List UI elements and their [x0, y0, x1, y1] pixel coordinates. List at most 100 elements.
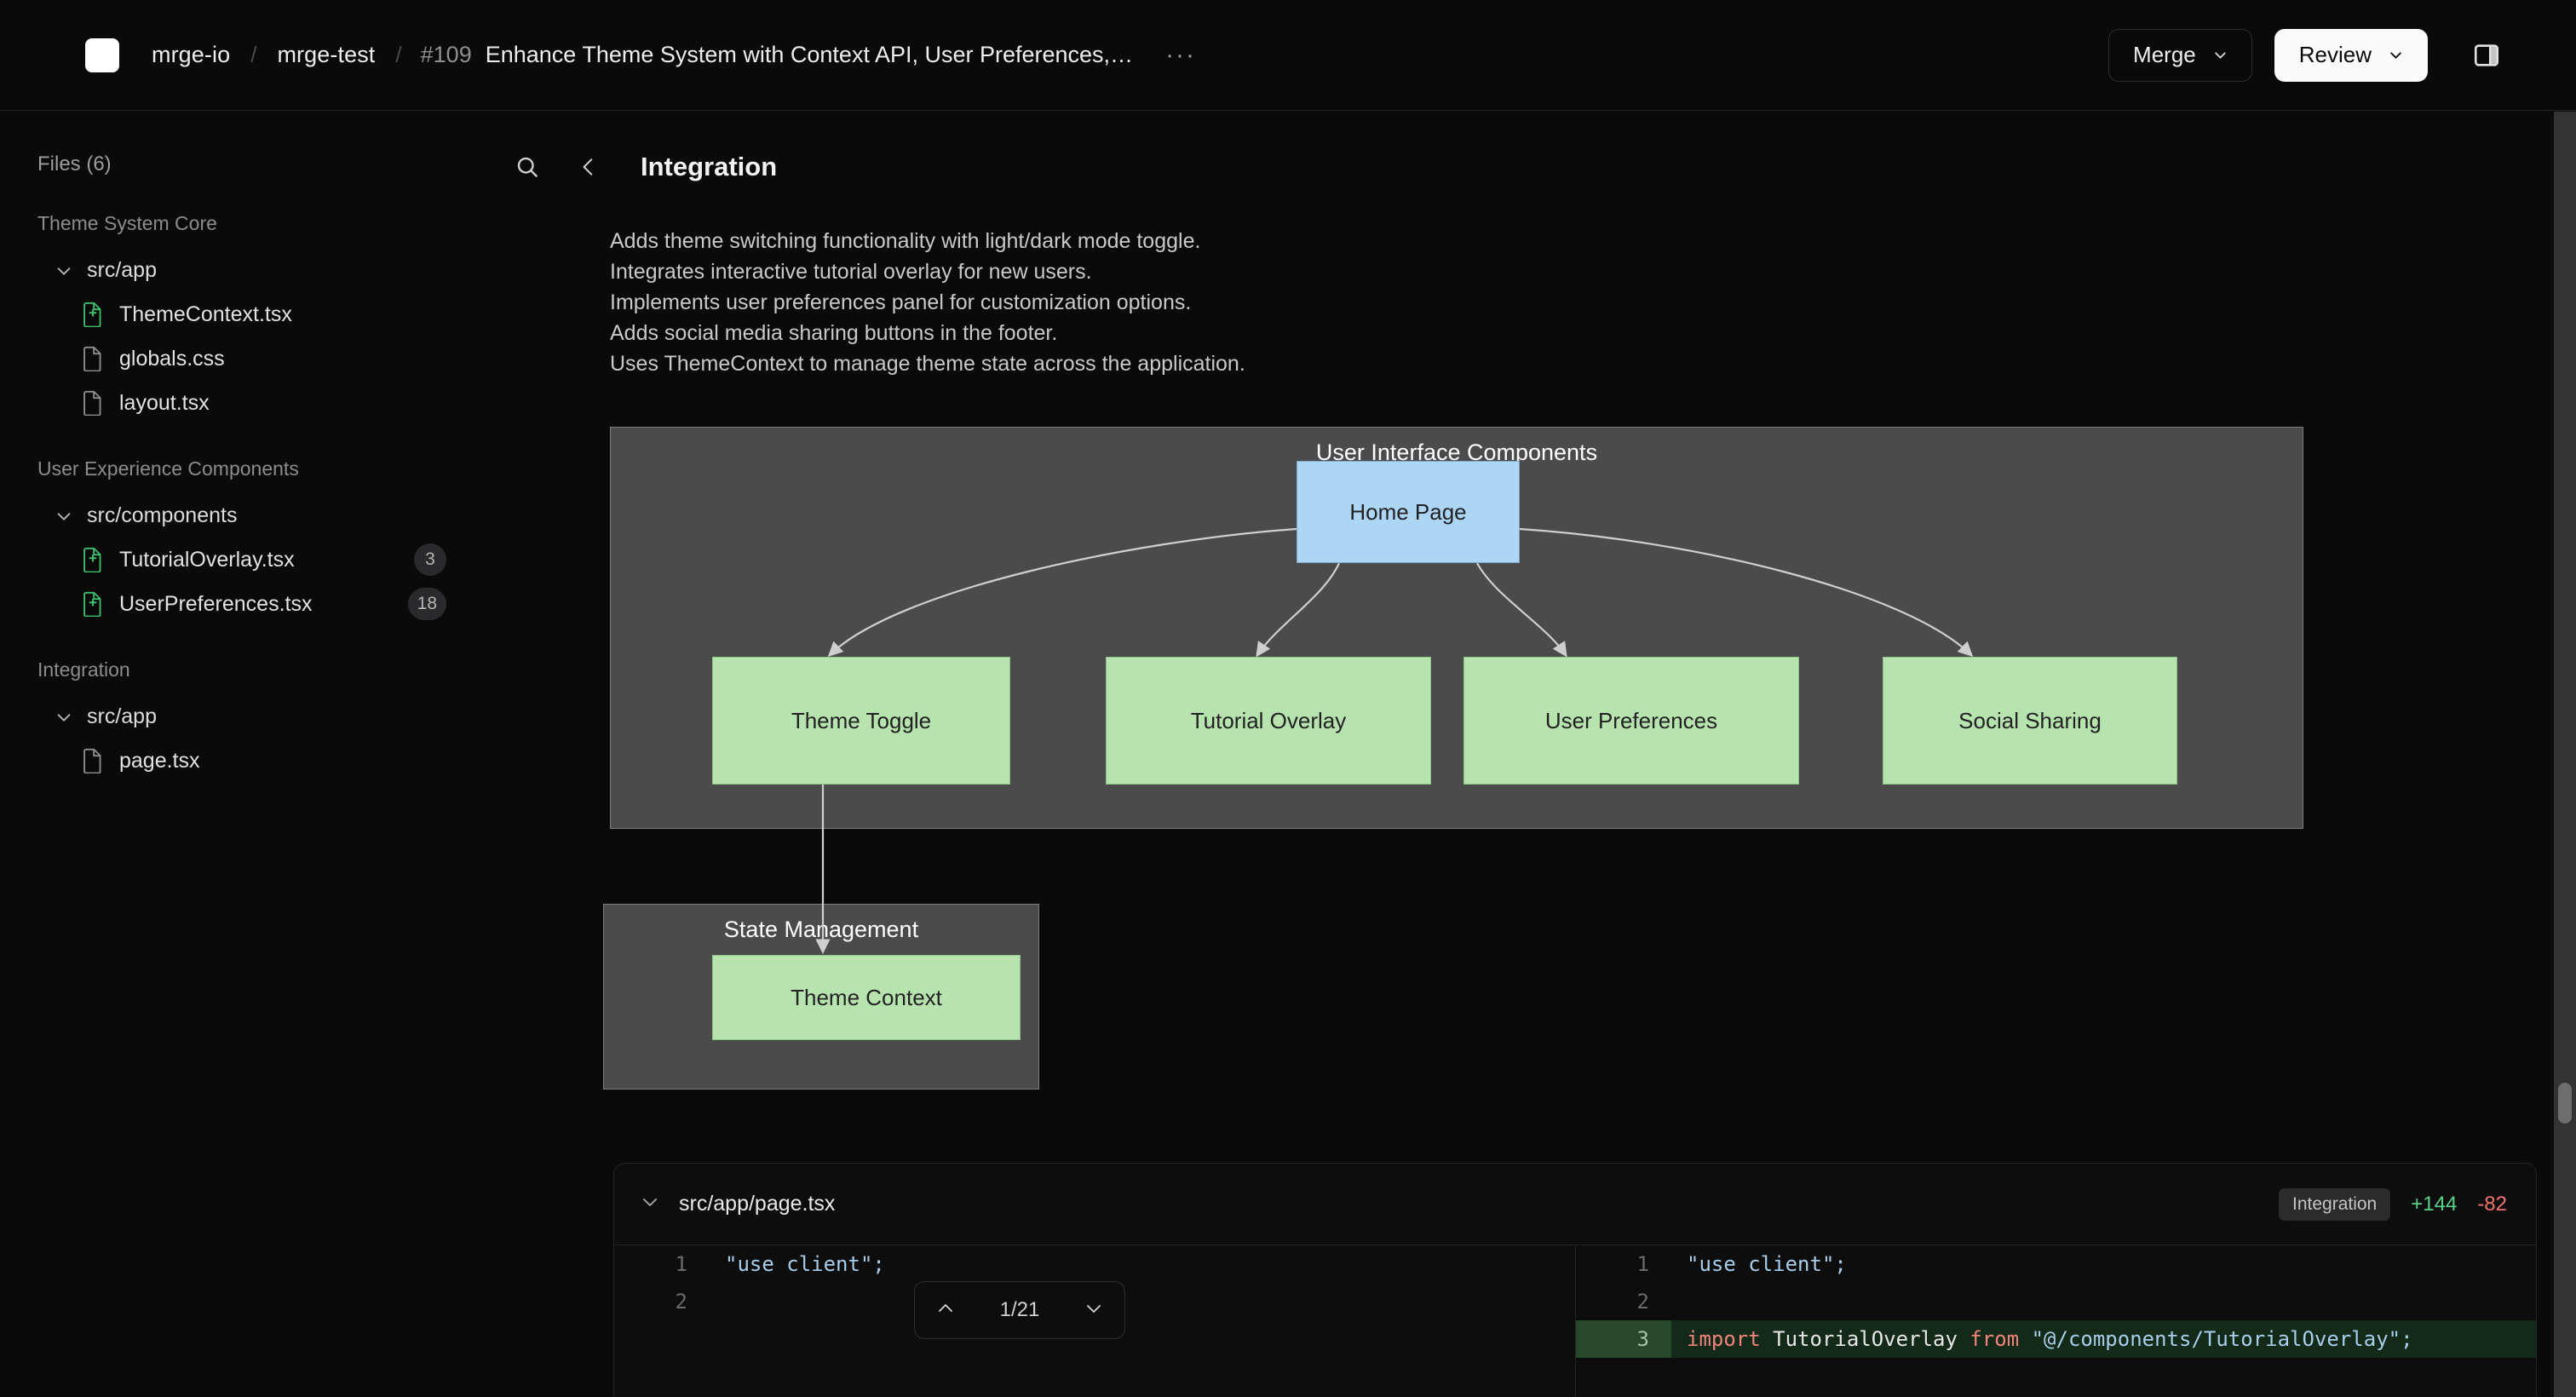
scrollbar-thumb[interactable] [2558, 1083, 2572, 1124]
folder-name: src/app [87, 704, 157, 728]
code-text: import TutorialOverlay from "@/component… [1687, 1327, 2413, 1351]
files-count-label: Files (6) [37, 152, 112, 175]
description-line: Implements user preferences panel for cu… [610, 290, 1192, 314]
hunk-position-label: 1/21 [999, 1298, 1040, 1321]
file-group-label: User Experience Components [37, 457, 299, 480]
diff-column-before: 1"use client"; 2 [614, 1245, 1575, 1397]
file-group-label: Theme System Core [37, 212, 217, 234]
code-line: 2 [614, 1283, 1575, 1320]
chevron-left-icon[interactable] [569, 147, 608, 187]
file-name: globals.css [119, 346, 225, 371]
comment-count-badge[interactable]: 3 [414, 543, 446, 576]
chevron-down-icon [55, 708, 73, 727]
file-row-UserPreferences-tsx[interactable]: UserPreferences.tsx 18 [0, 582, 474, 626]
diff-stats: Integration +144 -82 [2279, 1187, 2507, 1221]
overflow-menu-icon[interactable]: ··· [1165, 40, 1197, 69]
diagram-node-user-preferences[interactable]: User Preferences [1463, 657, 1799, 785]
diagram-node-theme-toggle[interactable]: Theme Toggle [712, 657, 1010, 785]
diagram-node-tutorial-overlay[interactable]: Tutorial Overlay [1106, 657, 1431, 785]
pr-title[interactable]: Enhance Theme System with Context API, U… [485, 42, 1134, 67]
app-logo[interactable] [85, 37, 119, 72]
top-bar-actions: Merge Review [2108, 28, 2510, 82]
file-row-globals-css[interactable]: globals.css [0, 336, 474, 381]
chevron-up-icon[interactable] [935, 1298, 956, 1323]
subgraph-title-state: State Management [723, 917, 919, 942]
node-label: Theme Toggle [791, 707, 932, 733]
diff-group-badge: Integration [2279, 1187, 2391, 1221]
folder-name: src/app [87, 258, 157, 282]
file-name: ThemeContext.tsx [119, 302, 292, 326]
file-row-layout-tsx[interactable]: layout.tsx [0, 381, 474, 425]
section-description: Adds theme switching functionality with … [474, 187, 2576, 379]
review-button[interactable]: Review [2274, 28, 2428, 82]
diagram-edges [815, 527, 1974, 955]
breadcrumb-repo[interactable]: mrge-test [277, 42, 376, 67]
vertical-scrollbar[interactable] [2554, 112, 2576, 1397]
breadcrumb-separator: / [250, 42, 257, 67]
description-line: Uses ThemeContext to manage theme state … [610, 352, 1245, 376]
diagram-node-social-sharing[interactable]: Social Sharing [1883, 657, 2177, 785]
description-line: Adds theme switching functionality with … [610, 229, 1201, 253]
line-number: 3 [1576, 1320, 1671, 1358]
node-label: Social Sharing [1958, 707, 2102, 733]
side-panel-icon[interactable] [2464, 32, 2510, 78]
merge-button[interactable]: Merge [2108, 28, 2252, 82]
pr-number: #109 [420, 42, 472, 67]
code-line: 2 [1576, 1283, 2536, 1320]
top-bar: mrge-io / mrge-test / #109 Enhance Theme… [0, 0, 2576, 111]
breadcrumb-separator-2: / [395, 42, 402, 67]
node-label: Tutorial Overlay [1190, 707, 1347, 733]
file-icon [82, 346, 104, 371]
code-line: 1"use client"; [1576, 1245, 2536, 1283]
folder-row-src-components[interactable]: src/components [0, 494, 474, 538]
diagram-node-home-page[interactable]: Home Page [1297, 461, 1520, 563]
page-title: Integration [641, 152, 778, 181]
folder-name: src/components [87, 503, 238, 527]
hunk-navigator[interactable]: 1/21 [914, 1281, 1125, 1339]
chevron-down-icon [55, 262, 73, 280]
diff-header[interactable]: src/app/page.tsx Integration +144 -82 [614, 1164, 2536, 1245]
node-label: Home Page [1349, 498, 1467, 525]
merge-button-label: Merge [2133, 42, 2196, 67]
chevron-down-icon[interactable] [640, 1192, 660, 1216]
search-icon[interactable] [508, 147, 547, 187]
file-row-ThemeContext-tsx[interactable]: ThemeContext.tsx [0, 292, 474, 336]
code-text [710, 1283, 725, 1320]
chevron-down-icon[interactable] [1084, 1298, 1104, 1323]
file-icon [82, 748, 104, 773]
file-group-label: Integration [37, 658, 130, 681]
chevron-down-icon [2213, 48, 2228, 62]
architecture-diagram: User Interface Components State Manageme… [603, 427, 2416, 1089]
diff-additions: +144 [2411, 1192, 2458, 1216]
file-name: layout.tsx [119, 390, 210, 415]
line-number: 2 [675, 1290, 687, 1314]
file-name: page.tsx [119, 748, 200, 773]
file-name: UserPreferences.tsx [119, 591, 313, 616]
file-added-icon [82, 591, 104, 617]
code-line: 1"use client"; [614, 1245, 1575, 1283]
comment-count-badge[interactable]: 18 [407, 588, 446, 620]
diff-file-path[interactable]: src/app/page.tsx [679, 1192, 836, 1216]
folder-row-src-app[interactable]: src/app [0, 249, 474, 292]
review-button-label: Review [2298, 42, 2372, 67]
file-added-icon [82, 547, 104, 572]
diagram-node-theme-context[interactable]: Theme Context [712, 955, 1021, 1040]
diff-deletions: -82 [2477, 1192, 2507, 1216]
line-number: 1 [1636, 1252, 1649, 1276]
diff-panel: src/app/page.tsx Integration +144 -82 1"… [613, 1163, 2537, 1397]
section-header: Integration [474, 112, 2576, 187]
main-content: Integration Adds theme switching functio… [474, 112, 2576, 1397]
description-line: Adds social media sharing buttons in the… [610, 321, 1058, 345]
line-number: 1 [675, 1252, 687, 1276]
file-row-page-tsx[interactable]: page.tsx [0, 739, 474, 783]
chevron-down-icon [2389, 48, 2403, 62]
folder-row-src-app[interactable]: src/app [0, 695, 474, 739]
chevron-down-icon [55, 507, 73, 526]
node-label: User Preferences [1544, 707, 1718, 733]
file-added-icon [82, 302, 104, 327]
breadcrumb-org[interactable]: mrge-io [152, 42, 231, 67]
